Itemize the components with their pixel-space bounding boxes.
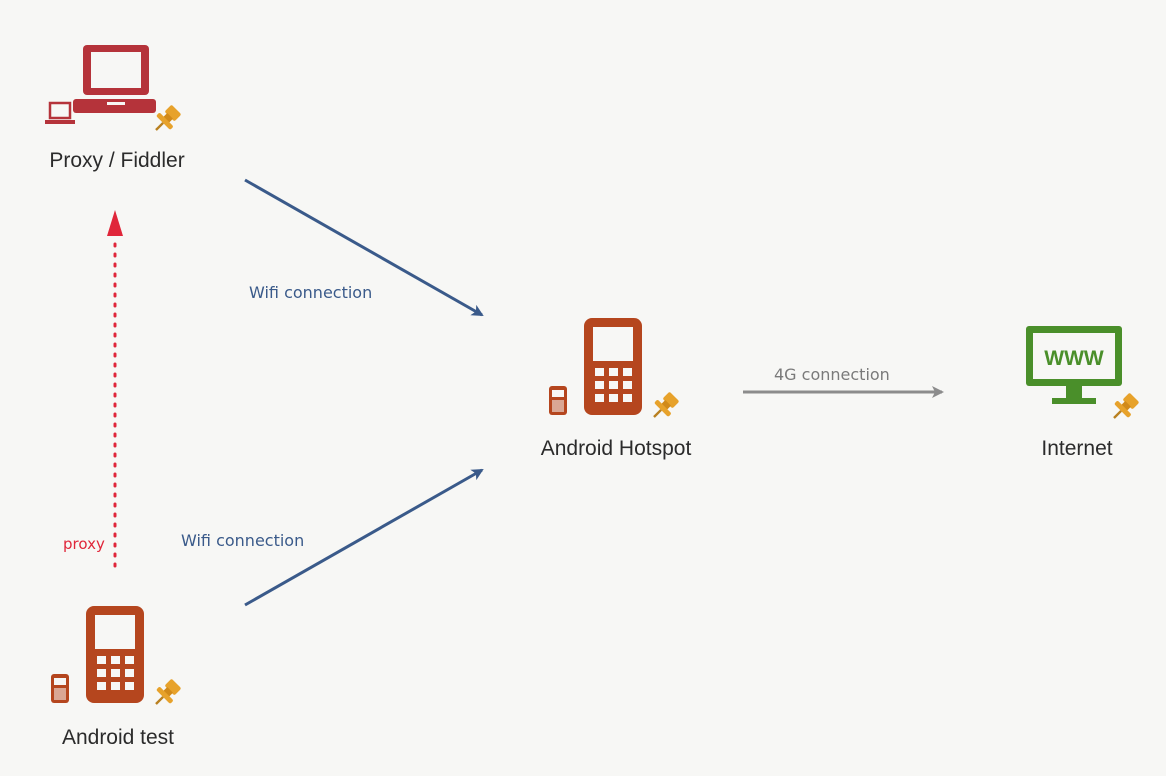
edge-label-proxy: proxy (63, 535, 105, 553)
mobile-phone-small-icon (549, 386, 567, 415)
edge-label-4g: 4G connection (774, 365, 890, 384)
node-proxy[interactable]: Proxy / Fiddler (45, 45, 185, 172)
node-test[interactable]: Android test (51, 606, 184, 749)
edge-label-wifi-top: Wifi connection (249, 283, 372, 302)
edge-wifi-bottom: Wifi connection (181, 468, 484, 607)
laptop-icon (73, 45, 156, 113)
mobile-phone-small-icon (51, 674, 69, 703)
node-hotspot[interactable]: Android Hotspot (541, 318, 692, 460)
edge-wifi-top: Wifi connection (244, 178, 484, 317)
mobile-phone-icon (86, 606, 144, 703)
node-label-proxy: Proxy / Fiddler (49, 149, 184, 172)
pin-icon (653, 392, 679, 418)
edge-proxy: proxy (63, 210, 123, 568)
node-label-test: Android test (62, 726, 174, 749)
mobile-phone-icon (584, 318, 642, 415)
node-label-internet: Internet (1041, 437, 1112, 460)
www-monitor-icon: WWW (1026, 326, 1122, 404)
pin-icon (1113, 393, 1139, 419)
monitor-screen-text: WWW (1044, 347, 1104, 370)
pin-icon (155, 105, 181, 131)
node-internet[interactable]: WWW Internet (1026, 326, 1142, 460)
pin-icon (155, 679, 181, 705)
edge-label-wifi-bottom: Wifi connection (181, 531, 304, 550)
laptop-small-icon (45, 101, 75, 124)
edge-4g: 4G connection (743, 365, 944, 398)
node-label-hotspot: Android Hotspot (541, 437, 692, 460)
